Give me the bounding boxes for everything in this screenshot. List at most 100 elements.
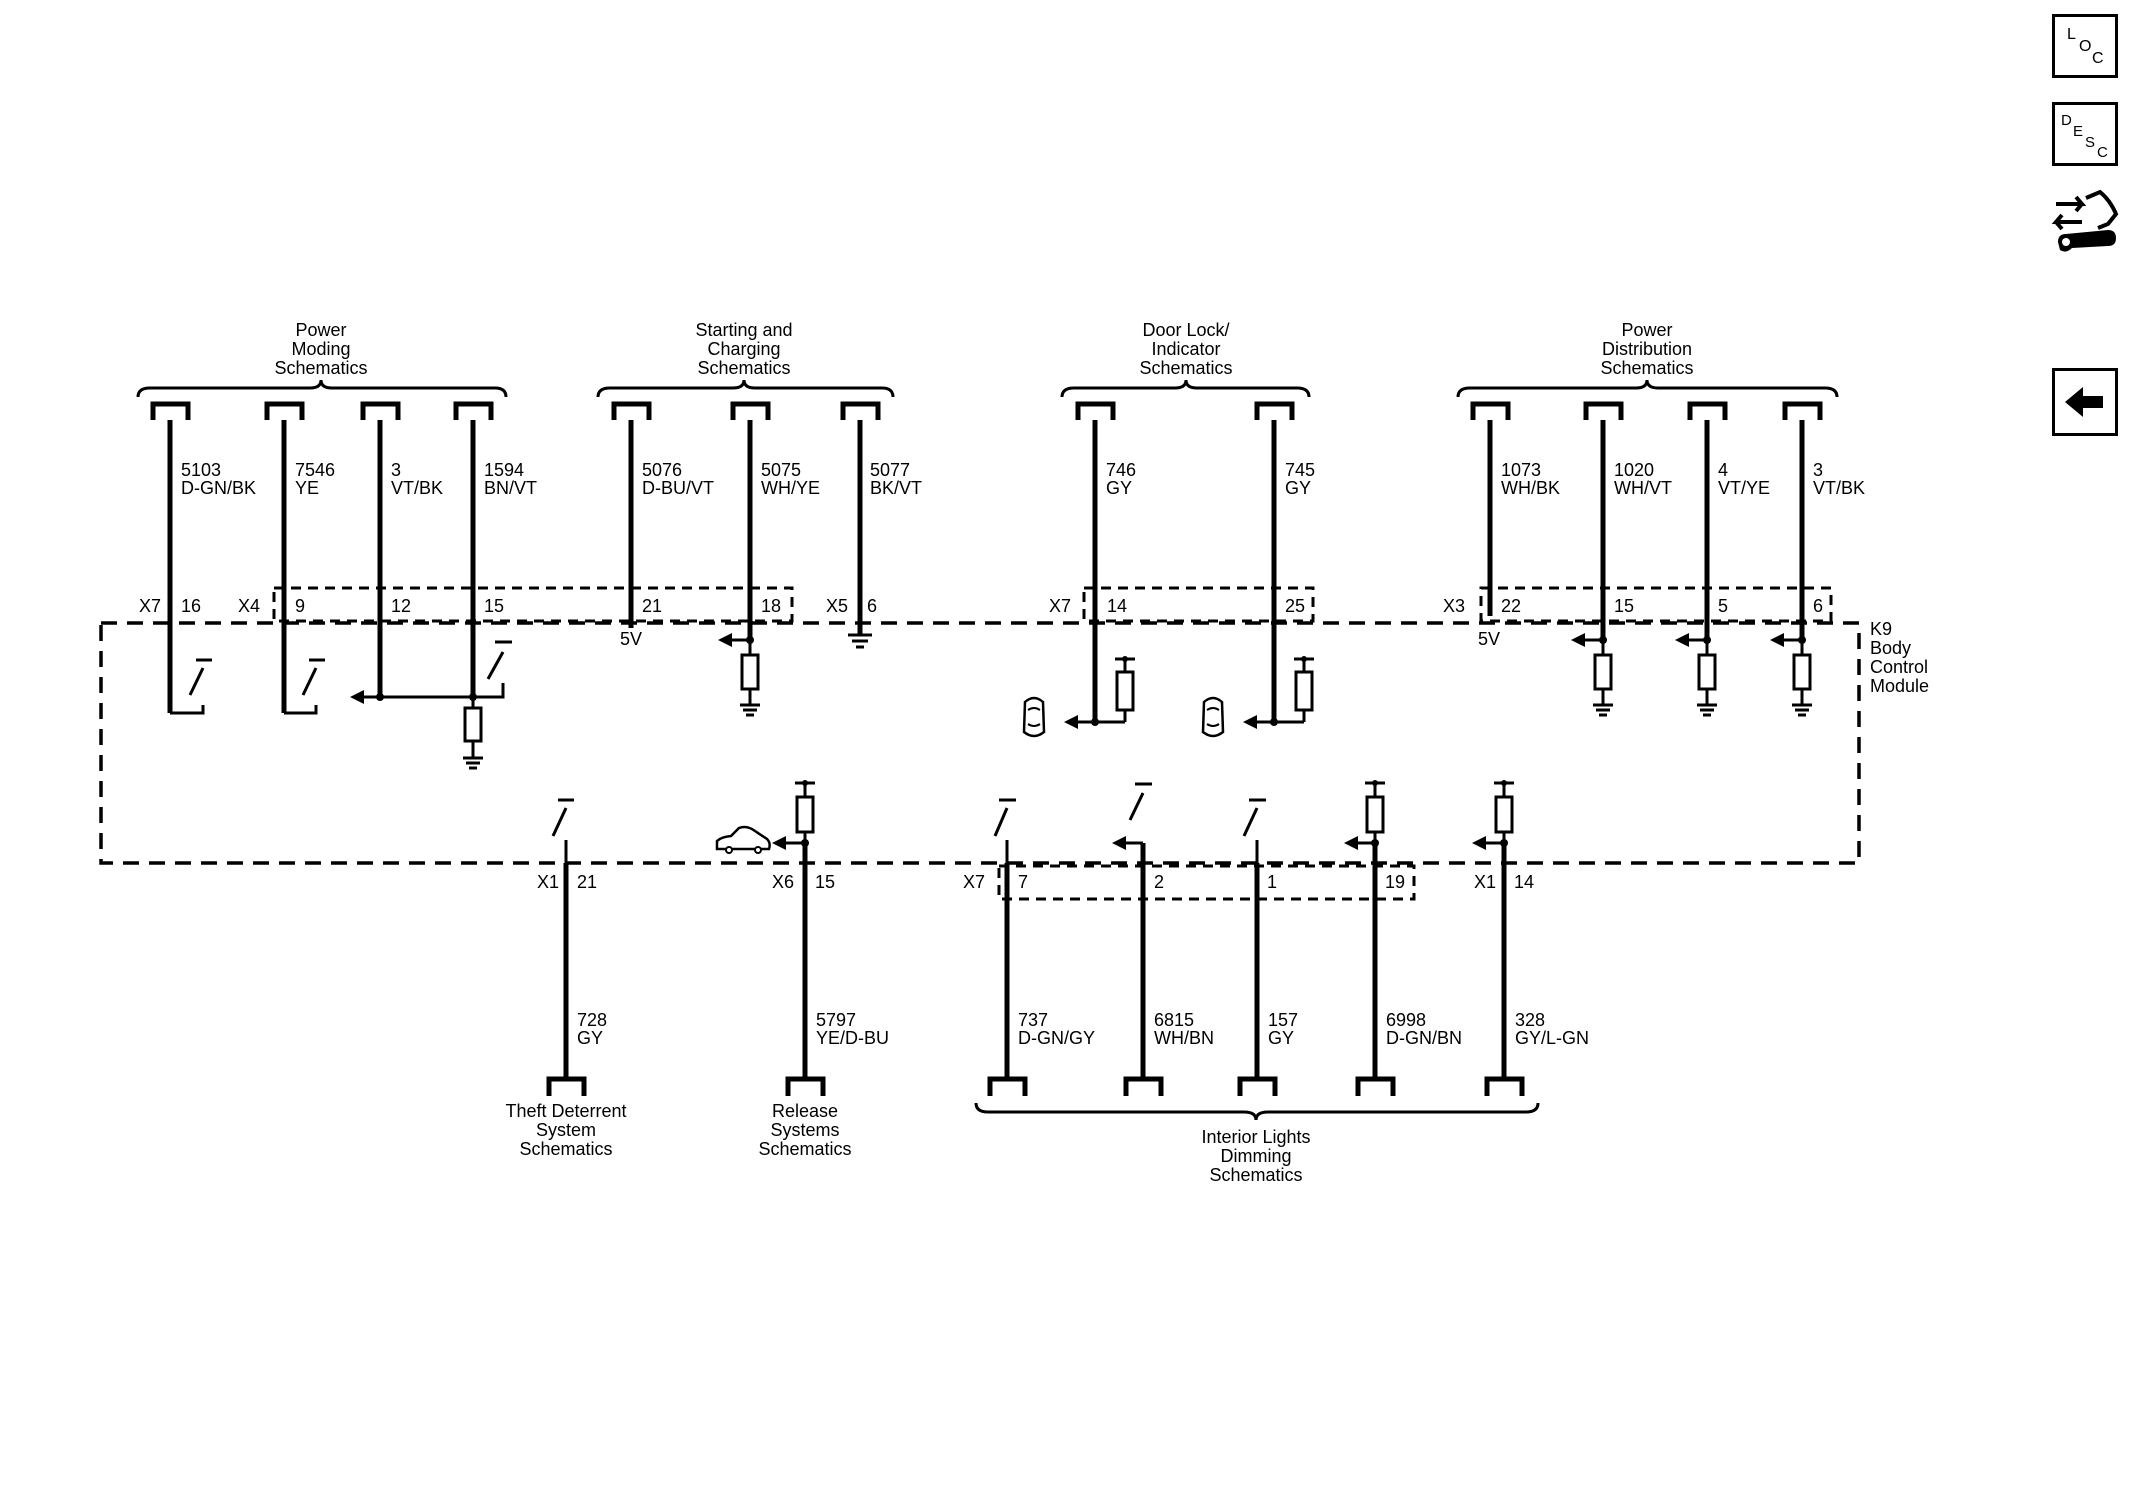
loc-icon: L O C bbox=[2067, 26, 2104, 67]
wire-color: GY bbox=[1285, 478, 1311, 498]
pin-label: 2 bbox=[1154, 872, 1164, 892]
connector-label: X6 bbox=[772, 872, 794, 892]
connector-label: X7 bbox=[139, 596, 161, 616]
door-lock-car-icon bbox=[1201, 696, 1225, 738]
top-pin-labels: X7 16 X4 9 12 15 21 18 X5 6 X7 14 25 X3 … bbox=[139, 596, 1823, 616]
wire-label: 5076 bbox=[642, 460, 682, 480]
bottom-pin-labels: X1 21 X6 15 X7 7 2 1 19 X1 14 bbox=[537, 872, 1534, 892]
wire-label: 7546 bbox=[295, 460, 335, 480]
pin-label: 7 bbox=[1018, 872, 1028, 892]
top-wire-labels: 5103 D-GN/BK 7546 YE 3 VT/BK 1594 BN/VT … bbox=[181, 460, 1865, 498]
pin-label: 25 bbox=[1285, 596, 1305, 616]
loc-button[interactable]: L O C bbox=[2052, 14, 2118, 78]
bottom-connector-box bbox=[997, 864, 1416, 901]
top-sockets bbox=[150, 401, 1823, 420]
wire-color: GY/L-GN bbox=[1515, 1028, 1589, 1048]
connector-label: X5 bbox=[826, 596, 848, 616]
top-wires bbox=[167, 420, 1805, 722]
wire-color: VT/YE bbox=[1718, 478, 1770, 498]
wire-color: VT/BK bbox=[391, 478, 443, 498]
wire-label: 737 bbox=[1018, 1010, 1048, 1030]
pin-label: 18 bbox=[761, 596, 781, 616]
back-button[interactable] bbox=[2052, 368, 2118, 436]
connector-label: X7 bbox=[963, 872, 985, 892]
wire-label: 1073 bbox=[1501, 460, 1541, 480]
wire-label: 5075 bbox=[761, 460, 801, 480]
pin-label: 21 bbox=[577, 872, 597, 892]
voltage-label: 5V bbox=[1478, 629, 1500, 649]
pin-label: 14 bbox=[1107, 596, 1127, 616]
pin-label: 9 bbox=[295, 596, 305, 616]
wire-label: 1020 bbox=[1614, 460, 1654, 480]
wire-color: BK/VT bbox=[870, 478, 922, 498]
svg-text:L: L bbox=[2067, 26, 2076, 43]
wire-color: WH/BK bbox=[1501, 478, 1560, 498]
pin-label: 6 bbox=[1813, 596, 1823, 616]
bottom-wires bbox=[563, 843, 1507, 1078]
brace-power-moding bbox=[136, 379, 508, 398]
wire-color: D-BU/VT bbox=[642, 478, 714, 498]
pin-label: 22 bbox=[1501, 596, 1521, 616]
door-lock-car-icon bbox=[1022, 696, 1046, 738]
bottom-plugs bbox=[546, 1076, 1525, 1096]
brace-starting-charging bbox=[596, 379, 895, 398]
wire-color: D-GN/BN bbox=[1386, 1028, 1462, 1048]
wire-color: WH/BN bbox=[1154, 1028, 1214, 1048]
wire-label: 5797 bbox=[816, 1010, 856, 1030]
wire-label: 3 bbox=[1813, 460, 1823, 480]
wire-color: YE bbox=[295, 478, 319, 498]
connector-label: X3 bbox=[1443, 596, 1465, 616]
arrow-left-icon bbox=[2065, 387, 2103, 417]
connector-label: X1 bbox=[1474, 872, 1496, 892]
pin-label: 1 bbox=[1267, 872, 1277, 892]
wire-label: 6998 bbox=[1386, 1010, 1426, 1030]
wire-color: D-GN/GY bbox=[1018, 1028, 1095, 1048]
wire-label: 745 bbox=[1285, 460, 1315, 480]
wire-label: 5077 bbox=[870, 460, 910, 480]
wire-label: 728 bbox=[577, 1010, 607, 1030]
brace-door-lock bbox=[1060, 379, 1311, 398]
wire-color: VT/BK bbox=[1813, 478, 1865, 498]
connector-label: X7 bbox=[1049, 596, 1071, 616]
svg-text:C: C bbox=[2097, 144, 2108, 161]
wire-label: 157 bbox=[1268, 1010, 1298, 1030]
svg-text:C: C bbox=[2092, 50, 2104, 67]
pin-label: 6 bbox=[867, 596, 877, 616]
desc-button[interactable]: D E S C bbox=[2052, 102, 2118, 166]
wire-label: 328 bbox=[1515, 1010, 1545, 1030]
svg-text:E: E bbox=[2073, 123, 2083, 140]
wire-label: 5103 bbox=[181, 460, 221, 480]
internal-circuits-bottom bbox=[551, 780, 1514, 863]
brace-power-distribution bbox=[1456, 379, 1839, 398]
pin-label: 5 bbox=[1718, 596, 1728, 616]
internal-circuits-top bbox=[170, 633, 1812, 770]
wire-label: 746 bbox=[1106, 460, 1136, 480]
pin-label: 16 bbox=[181, 596, 201, 616]
service-tools-button[interactable] bbox=[2050, 184, 2122, 264]
bottom-wire-labels: 728 GY 5797 YE/D-BU 737 D-GN/GY 6815 WH/… bbox=[577, 1010, 1589, 1048]
pin-label: 14 bbox=[1514, 872, 1534, 892]
wire-color: BN/VT bbox=[484, 478, 537, 498]
wire-color: GY bbox=[577, 1028, 603, 1048]
wire-color: YE/D-BU bbox=[816, 1028, 889, 1048]
hand-wrench-icon bbox=[2051, 189, 2119, 252]
wire-color: WH/VT bbox=[1614, 478, 1672, 498]
connector-label: X4 bbox=[238, 596, 260, 616]
wire-label: 6815 bbox=[1154, 1010, 1194, 1030]
connector-label: X1 bbox=[537, 872, 559, 892]
wire-color: GY bbox=[1106, 478, 1132, 498]
desc-icon: D E S C bbox=[2061, 112, 2108, 161]
module-boundary bbox=[99, 621, 1861, 865]
pin-label: 15 bbox=[815, 872, 835, 892]
pin-label: 19 bbox=[1385, 872, 1405, 892]
pin-label: 15 bbox=[484, 596, 504, 616]
voltage-label: 5V bbox=[620, 629, 642, 649]
